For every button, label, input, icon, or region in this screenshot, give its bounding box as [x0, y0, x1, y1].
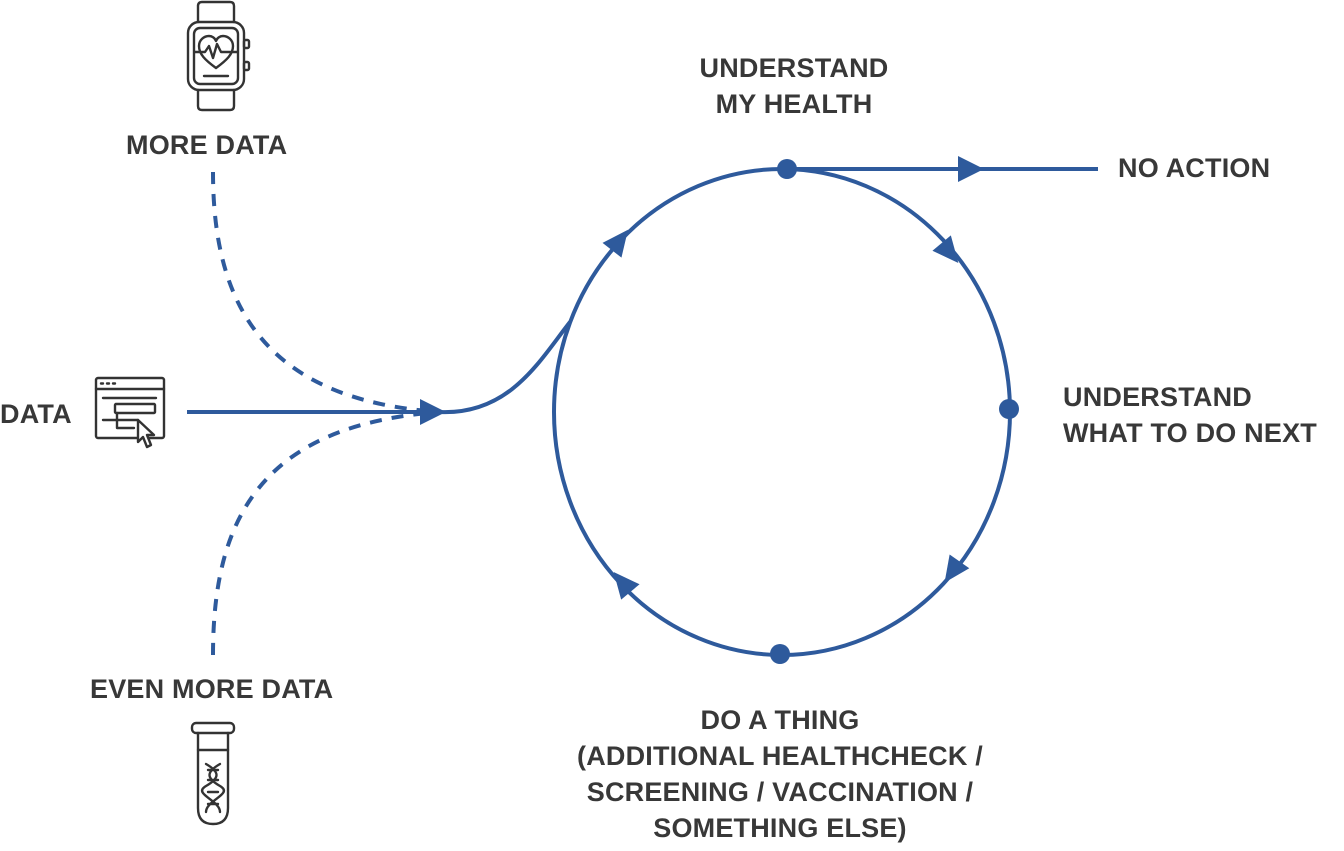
dna-test-tube-icon — [190, 721, 236, 826]
smartwatch-heart-icon — [186, 0, 251, 112]
merge-arrowhead — [420, 399, 446, 425]
no-action-label: NO ACTION — [1118, 153, 1271, 183]
understand-next-label: UNDERSTAND WHAT TO DO NEXT — [1063, 379, 1317, 451]
even-more-data-connector — [211, 410, 441, 656]
data-label: DATA — [0, 399, 72, 429]
even-more-data-label: EVEN MORE DATA — [90, 674, 334, 704]
node-understand-health — [777, 159, 797, 179]
understand-health-line-1: UNDERSTAND — [699, 53, 889, 83]
cycle-arrowhead-lower-left — [613, 572, 640, 600]
more-data-connector — [211, 171, 441, 414]
more-data-label: MORE DATA — [126, 130, 288, 160]
do-a-thing-line-4: SOMETHING ELSE) — [653, 813, 907, 843]
understand-health-line-2: MY HEALTH — [715, 89, 873, 119]
cycle-arrowhead-lower-right — [944, 554, 970, 583]
node-do-a-thing — [770, 644, 790, 664]
understand-next-line-1: UNDERSTAND — [1063, 382, 1252, 412]
understand-next-line-2: WHAT TO DO NEXT — [1063, 418, 1317, 448]
understand-health-label: UNDERSTAND MY HEALTH — [684, 50, 904, 122]
cycle-arrowhead-upper-left — [602, 229, 629, 258]
do-a-thing-line-1: DO A THING — [700, 705, 860, 735]
browser-click-icon — [94, 376, 166, 449]
do-a-thing-line-2: (ADDITIONAL HEALTHCHECK / — [577, 741, 983, 771]
merge-into-cycle-connector — [439, 320, 572, 415]
no-action-arrowhead — [958, 156, 984, 182]
do-a-thing-line-3: SCREENING / VACCINATION / — [586, 777, 974, 807]
do-a-thing-label: DO A THING (ADDITIONAL HEALTHCHECK / SCR… — [555, 702, 1005, 846]
cycle-arrowhead-upper-right — [932, 235, 959, 263]
node-understand-next — [999, 399, 1019, 419]
